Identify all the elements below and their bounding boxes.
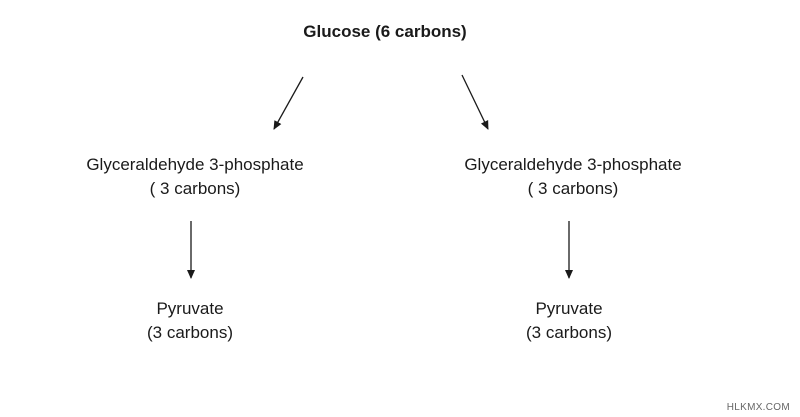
left-pyruvate-carbons: (3 carbons) [147,323,233,342]
right-g3p-node: Glyceraldehyde 3-phosphate ( 3 carbons) [418,153,728,201]
left-pyruvate-node: Pyruvate (3 carbons) [90,297,290,345]
glucose-node: Glucose (6 carbons) [240,20,530,44]
watermark-text: HLKMX.COM [726,402,790,413]
left-g3p-node: Glyceraldehyde 3-phosphate ( 3 carbons) [40,153,350,201]
left-pyruvate-name: Pyruvate [156,299,224,318]
left-g3p-carbons: ( 3 carbons) [149,179,241,198]
right-g3p-name: Glyceraldehyde 3-phosphate [464,155,682,174]
arrow-glucose-to-left-g3p [273,76,304,130]
arrow-glucose-to-right-g3p [461,74,489,130]
right-g3p-carbons: ( 3 carbons) [527,179,619,198]
right-pyruvate-carbons: (3 carbons) [526,323,612,342]
left-g3p-name: Glyceraldehyde 3-phosphate [86,155,304,174]
right-pyruvate-node: Pyruvate (3 carbons) [469,297,669,345]
right-pyruvate-name: Pyruvate [535,299,603,318]
glucose-label: Glucose (6 carbons) [303,22,467,41]
